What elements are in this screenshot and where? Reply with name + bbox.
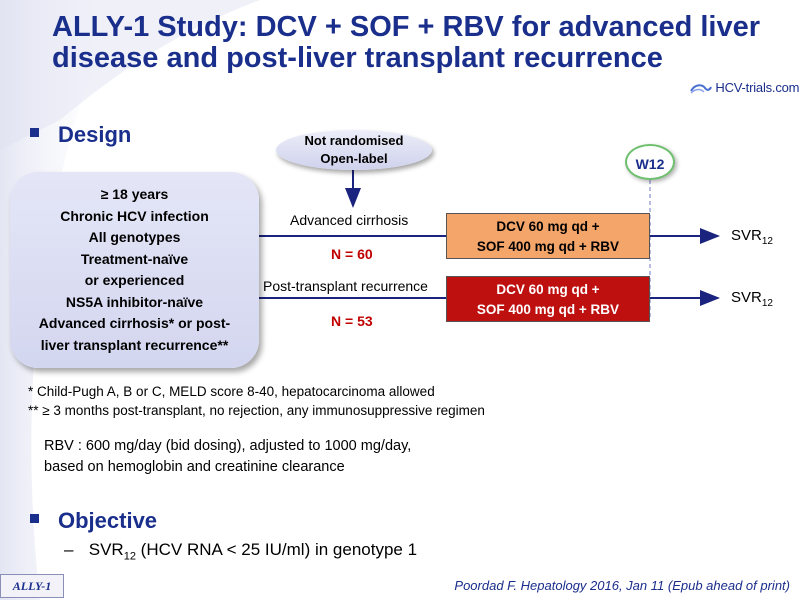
week-12-marker: W12: [625, 144, 675, 180]
arm1-outcome: SVR12: [731, 227, 773, 247]
hcv-trials-logo: HCV-trials.com: [690, 80, 800, 95]
arm2-treatment-line2: SOF 400 mg qd + RBV: [476, 302, 620, 317]
reference-citation: Poordad F. Hepatology 2016, Jan 11 (Epub…: [454, 578, 790, 593]
arm1-outcome-text: SVR: [731, 227, 762, 244]
arm2-outcome-text: SVR: [731, 289, 762, 306]
rbv-line-2: based on hemoglobin and creatinine clear…: [44, 459, 345, 475]
design-label-pill: Not randomised Open-label: [276, 130, 432, 170]
criterion-item: All genotypes: [88, 229, 181, 245]
objective-heading: Objective: [58, 508, 158, 533]
rbv-line-1: RBV : 600 mg/day (bid dosing), adjusted …: [44, 438, 412, 454]
arm2-n: N = 53: [331, 313, 373, 329]
design-heading: Design: [58, 122, 132, 147]
arm1-treatment-line2: SOF 400 mg qd + RBV: [476, 239, 620, 254]
logo-swirl-icon: [690, 83, 712, 94]
open-label-label: Open-label: [320, 151, 388, 166]
rbv-dosing-note: RBV : 600 mg/day (bid dosing), adjusted …: [44, 436, 411, 478]
arm2-outcome: SVR12: [731, 289, 773, 309]
criterion-item: Advanced cirrhosis* or post-: [38, 315, 231, 331]
arm1-treatment-box: DCV 60 mg qd + SOF 400 mg qd + RBV: [446, 213, 650, 259]
logo-text: HCV-trials.com: [715, 80, 800, 95]
arm2-outcome-sub: 12: [761, 298, 773, 309]
criterion-item: Treatment-naïve: [80, 250, 189, 267]
objective-sub: 12: [123, 550, 136, 563]
footnote-child-pugh: * Child-Pugh A, B or C, MELD score 8-40,…: [28, 384, 435, 399]
objective-prefix: SVR: [88, 540, 124, 559]
study-tag: ALLY-1: [0, 574, 64, 598]
criterion-item: ≥ 18 years: [100, 186, 169, 202]
inclusion-criteria-box: ≥ 18 years Chronic HCV infection All gen…: [10, 172, 259, 368]
title-line-1: ALLY-1 Study: DCV + SOF + RBV for advanc…: [52, 11, 761, 43]
criterion-item: Chronic HCV infection: [60, 207, 209, 224]
arm1-label: Advanced cirrhosis: [290, 212, 409, 228]
arm2-treatment-box: DCV 60 mg qd + SOF 400 mg qd + RBV: [446, 276, 650, 322]
footnote-post-transplant: ** ≥ 3 months post-transplant, no reject…: [28, 403, 485, 418]
criterion-item: NS5A inhibitor-naïve: [65, 293, 204, 310]
not-randomised-label: Not randomised: [304, 133, 404, 148]
arm2-treatment-line1: DCV 60 mg qd +: [496, 282, 600, 297]
design-bullet-icon: [30, 128, 39, 137]
arm1-outcome-sub: 12: [761, 236, 773, 247]
objective-item: – SVR12 (HCV RNA < 25 IU/ml) in genotype…: [64, 540, 417, 562]
criterion-item: or experienced: [84, 272, 185, 288]
slide-title: ALLY-1 Study: DCV + SOF + RBV for advanc…: [52, 12, 792, 74]
arm1-n: N = 60: [331, 246, 373, 262]
objective-rest: (HCV RNA < 25 IU/ml) in genotype 1: [135, 540, 418, 559]
objective-bullet-icon: [30, 514, 39, 523]
criterion-item: liver transplant recurrence**: [40, 336, 229, 353]
arm2-label: Post-transplant recurrence: [263, 278, 428, 294]
objective-dash: –: [64, 540, 74, 559]
title-line-2: disease and post-liver transplant recurr…: [52, 42, 663, 74]
arm1-treatment-line1: DCV 60 mg qd +: [496, 219, 600, 234]
